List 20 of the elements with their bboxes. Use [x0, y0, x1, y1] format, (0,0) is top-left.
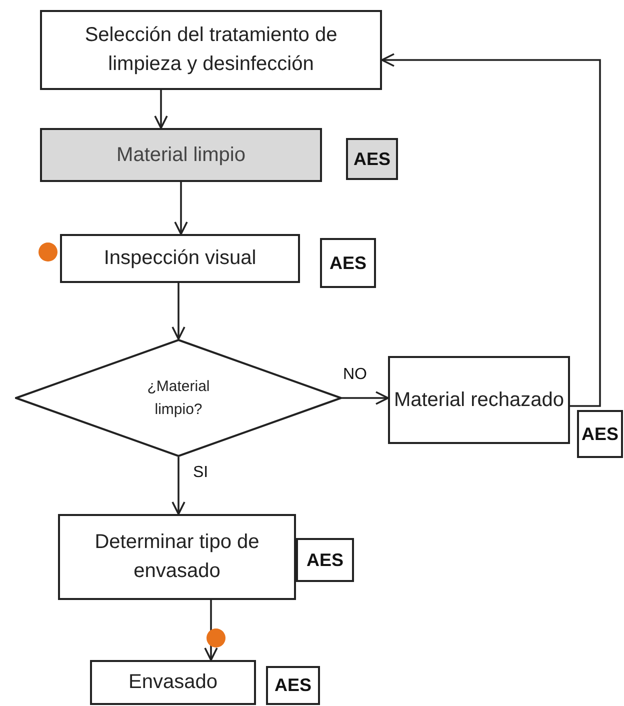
- tag-box: AES: [296, 538, 354, 582]
- arrow: [172, 457, 186, 515]
- arrow: [342, 391, 389, 405]
- decision-diamond: [15, 339, 342, 457]
- arrow: [174, 182, 188, 235]
- process-box: Inspección visual: [60, 234, 300, 283]
- tag-box: AES: [320, 238, 376, 288]
- process-box: Envasado: [90, 660, 256, 705]
- process-box: Material limpio: [40, 128, 322, 182]
- decision-text: ¿Material limpio?: [146, 376, 211, 420]
- arrow: [381, 53, 601, 407]
- arrow: [154, 90, 168, 129]
- process-box: Material rechazado: [388, 356, 570, 444]
- arrow: [172, 283, 186, 340]
- arrow: [204, 600, 218, 661]
- tag-box: AES: [577, 410, 623, 458]
- process-box: Determinar tipo de envasado: [58, 514, 296, 600]
- tag-box: AES: [266, 666, 320, 705]
- process-box: Selección del tratamiento de limpieza y desinfección: [40, 10, 382, 90]
- tag-box: AES: [346, 138, 398, 180]
